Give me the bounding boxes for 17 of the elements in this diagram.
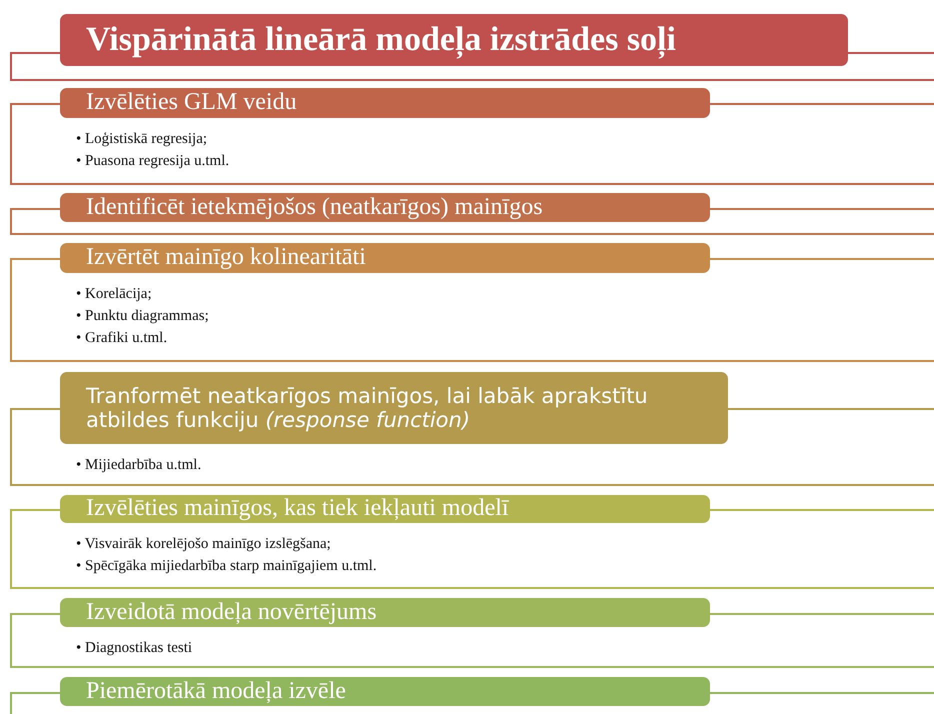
step-header: Izveidotā modeļa novērtējums (60, 598, 710, 627)
bullet-item: • Grafiki u.tml. (76, 329, 168, 348)
bullet-item: • Spēcīgāka mijiedarbība starp mainīgajiem u.tml. (76, 557, 377, 576)
step-header: Izvēlēties mainīgos, kas tiek iekļauti modelī (60, 495, 710, 523)
title-banner: Vispārinātā lineārā modeļa izstrādes soļi (60, 14, 848, 66)
step-header: Tranformēt neatkarīgos mainīgos, lai labāk aprakstītu atbildes funkciju (response function) (60, 372, 728, 444)
bullet-item: • Diagnostikas testi (76, 639, 192, 658)
bullet-item: • Punktu diagrammas; (76, 307, 209, 326)
bullet-item: • Loģistiskā regresija; (76, 130, 208, 149)
bullet-item: • Visvairāk korelējošo mainīgo izslēgšana; (76, 535, 332, 554)
step-header: Identificēt ietekmējošos (neatkarīgos) mainīgos (60, 193, 710, 222)
step-header: Izvērtēt mainīgo kolinearitāti (60, 243, 710, 273)
bullet-item: • Mijiedarbība u.tml. (76, 456, 202, 475)
bullet-item: • Korelācija; (76, 285, 153, 304)
step-header: Izvēlēties GLM veidu (60, 88, 710, 118)
step-header: Piemērotākā modeļa izvēle (60, 677, 710, 706)
bullet-item: • Puasona regresija u.tml. (76, 152, 230, 171)
